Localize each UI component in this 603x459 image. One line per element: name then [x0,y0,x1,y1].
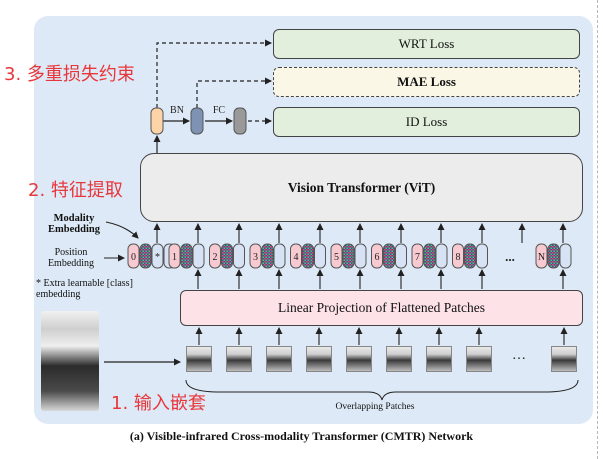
modality-embedding-label: Modality Embedding [48,213,100,235]
position-token [411,243,424,269]
patch-token [383,243,395,269]
modality-token [476,243,488,269]
modality-token [314,243,326,269]
token-ellipsis: ... [505,249,515,264]
fc-node [190,107,204,135]
modality-token [192,243,205,269]
step1-note: 1. 输入嵌套 [111,393,206,414]
input-person-image [41,311,99,411]
vit-input-arrows [153,223,567,289]
modality-token [435,243,448,269]
patch-image [186,346,212,372]
patch-image [466,346,492,372]
position-token [330,243,343,269]
classifier-node [233,107,247,135]
token-label-star: * [155,252,160,263]
patch-token [261,243,274,269]
token-label-N: N [538,252,545,263]
patch-image [386,346,412,372]
linear-projection-box: Linear Projection of Flattened Patches [180,290,583,326]
position-token [371,243,383,269]
patch-token [180,243,193,269]
token-label-6: 6 [375,252,380,263]
step3-note: 3. 多重损失约束 [4,64,135,85]
token-label-3: 3 [253,252,258,263]
position-token [535,243,548,269]
patch-token [221,243,233,269]
patch-image [346,346,372,372]
fc-label: FC [213,105,226,116]
patches-ellipsis: … [512,348,526,363]
id-loss-box: ID Loss [273,107,580,137]
patch-token [547,243,560,269]
token-groups: 1 2 3 4 5 6 7 8... N [168,243,572,269]
position-embedding-label: Position Embedding [47,247,95,269]
patches-brace [185,379,579,401]
token-label-2: 2 [213,252,218,263]
figure-caption: (a) Visible-infrared Cross-modality Tran… [129,429,474,443]
patch-image [306,346,332,372]
loss-arrows [153,39,272,153]
overlapping-patches-label: Overlapping Patches [335,402,415,412]
position-token [452,243,464,269]
token-label-4: 4 [294,252,299,263]
patch-arrows [195,327,568,345]
token-label-7: 7 [415,252,420,263]
wrt-loss-box: WRT Loss [273,29,580,59]
modality-token [354,243,367,269]
extra-class-embedding-note: * Extra learnable [class] embedding [36,278,133,300]
patch-token [423,243,436,269]
position-token [290,243,302,269]
modality-token [559,243,572,269]
position-token [168,243,181,269]
patch-image [551,346,577,372]
bn-label: BN [170,105,184,116]
token-label-8: 8 [456,252,461,263]
patch-token [342,243,355,269]
step2-note: 2. 特征提取 [28,180,123,201]
patch-token [302,243,314,269]
modality-token [273,243,286,269]
modality-token [233,243,245,269]
mae-loss-box: MAE Loss [273,67,580,97]
modality-token [395,243,407,269]
bn-input-node [150,107,164,135]
patch-image [226,346,252,372]
position-token [209,243,221,269]
position-token [249,243,262,269]
patch-image [426,346,452,372]
token-label-5: 5 [334,252,339,263]
page-edge-line [597,0,598,459]
patch-token [464,243,476,269]
vision-transformer-box: Vision Transformer (ViT) [140,153,583,222]
token-label-1: 1 [172,252,177,263]
token-sequence: 0 * [127,243,176,269]
patch-image [266,346,292,372]
token-label-0: 0 [131,252,136,263]
